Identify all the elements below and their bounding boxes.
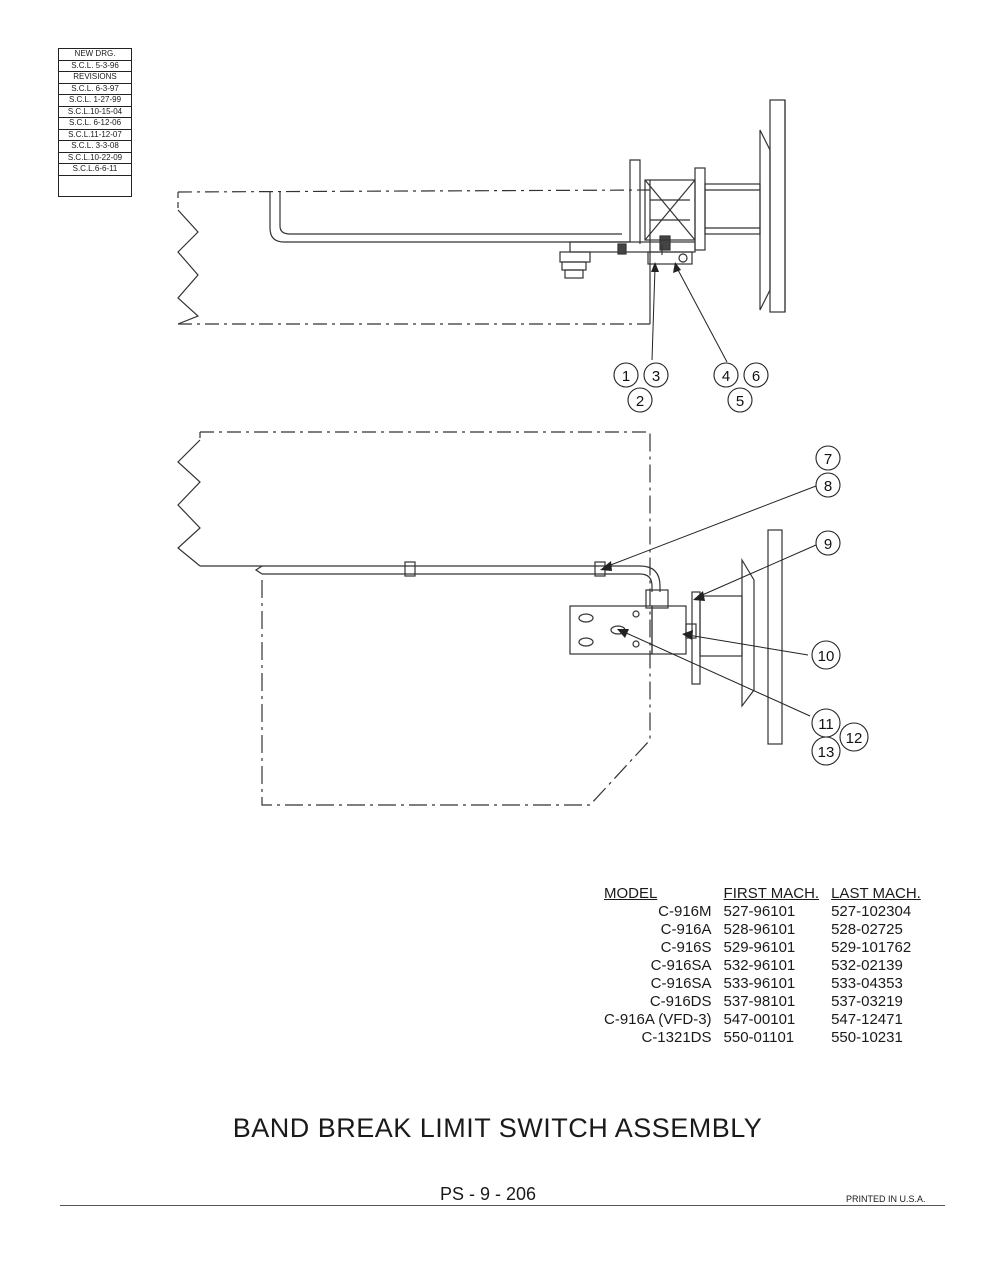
callout-11: 11 [818, 716, 834, 733]
last-mach-cell: 537-03219 [831, 992, 903, 1010]
top-view [177, 99, 786, 325]
page-number: PS - 9 - 206 [440, 1184, 537, 1204]
revisions-label: REVISIONS [59, 72, 131, 84]
bottom-view [177, 431, 783, 806]
first-mach-cell: 532-96101 [723, 956, 796, 974]
last-mach-cell: 529-101762 [831, 938, 912, 956]
revision-entry: S.C.L. 6-3-97 [59, 84, 131, 95]
callout-1: 1 [622, 368, 630, 385]
model-cell: C-916A (VFD-3) [604, 1010, 712, 1028]
table-row: C-916SA 532-96101 532-02139 [598, 956, 927, 974]
drawing-title: BAND BREAK LIMIT SWITCH ASSEMBLY [232, 1113, 763, 1143]
new-drawing-date: S.C.L. 5-3-96 [59, 61, 131, 72]
revision-entry: S.C.L.11-12-07 [59, 130, 131, 141]
first-mach-cell: 529-96101 [723, 938, 796, 956]
revision-entry: S.C.L.10-15-04 [59, 107, 131, 118]
table-row: C-916A (VFD-3) 547-00101 547-12471 [598, 1010, 927, 1028]
callout-9: 9 [824, 536, 832, 553]
callout-10: 10 [818, 648, 835, 665]
last-mach-column-header: LAST MACH. [831, 884, 921, 902]
printed-note: PRINTED IN U.S.A. [846, 1194, 926, 1204]
revision-blank [59, 176, 131, 196]
model-cell: C-916S [660, 938, 712, 956]
callout-balloons: 1 3 2 4 6 5 7 8 9 10 11 12 13 [613, 362, 869, 766]
model-cell: C-916A [660, 920, 712, 938]
callout-3: 3 [652, 368, 660, 385]
first-mach-cell: 527-96101 [723, 902, 796, 920]
revision-entry: S.C.L. 1-27-99 [59, 95, 131, 107]
callout-12: 12 [846, 730, 863, 747]
first-mach-column-header: FIRST MACH. [723, 884, 820, 902]
first-mach-cell: 537-98101 [723, 992, 796, 1010]
callout-8: 8 [824, 478, 832, 495]
model-table: MODEL FIRST MACH. LAST MACH. C-916M 527-9… [598, 884, 927, 1046]
last-mach-cell: 527-102304 [831, 902, 912, 920]
revision-entry: S.C.L.6-6-11 [59, 164, 131, 176]
model-cell: C-1321DS [641, 1028, 712, 1046]
first-mach-cell: 547-00101 [723, 1010, 796, 1028]
table-row: C-1321DS 550-01101 550-10231 [598, 1028, 927, 1046]
callout-7: 7 [824, 451, 832, 468]
model-cell: C-916SA [650, 956, 712, 974]
first-mach-cell: 550-01101 [723, 1028, 795, 1046]
callout-2: 2 [636, 393, 644, 410]
first-mach-cell: 533-96101 [723, 974, 796, 992]
last-mach-cell: 528-02725 [831, 920, 903, 938]
table-row: C-916M 527-96101 527-102304 [598, 902, 927, 920]
revision-block: NEW DRG. S.C.L. 5-3-96 REVISIONS S.C.L. … [58, 48, 132, 197]
last-mach-cell: 533-04353 [831, 974, 903, 992]
bottom-leaders [600, 485, 817, 717]
last-mach-cell: 550-10231 [831, 1028, 903, 1046]
model-column-header: MODEL [604, 884, 658, 902]
new-drawing-label: NEW DRG. [59, 49, 131, 61]
first-mach-cell: 528-96101 [723, 920, 796, 938]
table-row: C-916DS 537-98101 537-03219 [598, 992, 927, 1010]
model-cell: C-916DS [649, 992, 712, 1010]
table-row: C-916A 528-96101 528-02725 [598, 920, 927, 938]
footer-rule [60, 1205, 945, 1206]
revision-entry: S.C.L. 6-12-06 [59, 118, 131, 130]
last-mach-cell: 547-12471 [831, 1010, 903, 1028]
last-mach-cell: 532-02139 [831, 956, 903, 974]
top-leaders [651, 262, 728, 363]
revision-entry: S.C.L. 3-3-08 [59, 141, 131, 153]
model-cell: C-916SA [650, 974, 712, 992]
model-table-header: MODEL FIRST MACH. LAST MACH. [598, 884, 927, 902]
callout-5: 5 [736, 393, 744, 410]
callout-6: 6 [752, 368, 760, 385]
table-row: C-916S 529-96101 529-101762 [598, 938, 927, 956]
revision-entry: S.C.L.10-22-09 [59, 153, 131, 164]
table-row: C-916SA 533-96101 533-04353 [598, 974, 927, 992]
callout-4: 4 [722, 368, 730, 385]
model-cell: C-916M [658, 902, 712, 920]
callout-13: 13 [818, 744, 835, 761]
